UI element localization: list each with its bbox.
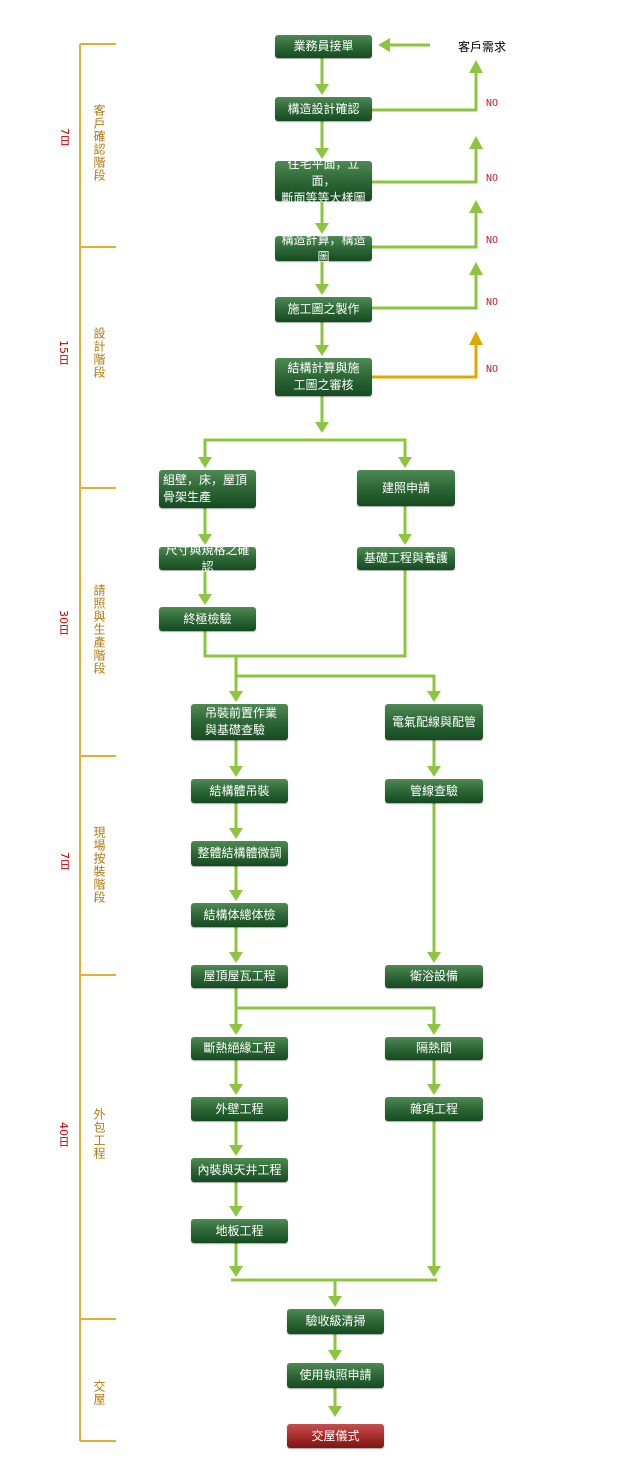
- stage-label-handover: 交屋: [92, 1380, 106, 1406]
- step-use-permit: 使用執照申請: [287, 1363, 384, 1388]
- step-structure-calc-drawing: 構造計算，構造圖: [275, 233, 372, 264]
- step-structure-design-confirm: 構造設計確認: [275, 97, 372, 121]
- step-insulation: 斷熱絕緣工程: [191, 1037, 288, 1060]
- step-pipeline-inspection: 管線查驗: [385, 779, 483, 803]
- timeline: [79, 43, 116, 1442]
- stage-label-subcontract: 外包工程: [92, 1108, 106, 1160]
- step-structure-lifting: 結構體吊裝: [191, 779, 288, 803]
- step-building-permit: 建照申請: [357, 470, 455, 506]
- stage-label-permit-production: 請照與生產階段: [92, 584, 106, 675]
- no-label-2: NO: [486, 173, 499, 184]
- step-structure-adjust: 整體結構體微調: [191, 841, 288, 866]
- stage-days-permit-production: 30日: [57, 610, 70, 635]
- customer-demand-label: 客戶需求: [458, 40, 507, 54]
- step-handover-ceremony: 交屋儀式: [287, 1424, 384, 1448]
- stage-label-customer-confirm: 客戶確認階段: [92, 104, 106, 182]
- stage-days-installation: 7日: [58, 852, 71, 870]
- step-house-drawings: 住宅平面，立面， 斷面等等大樣圖: [275, 157, 372, 205]
- step-frame-production: 組壁，床，屋頂 骨架生產: [159, 470, 256, 508]
- no-label-3: NO: [486, 235, 499, 246]
- step-structure-review: 結構計算與施 工圖之審核: [275, 358, 372, 396]
- step-foundation-work: 基礎工程與養護: [357, 547, 455, 570]
- no-label-1: NO: [486, 98, 499, 109]
- step-flooring: 地板工程: [191, 1219, 288, 1243]
- step-structure-checkup: 結構体總体檢: [191, 903, 288, 927]
- step-misc-work: 雜項工程: [385, 1097, 483, 1121]
- step-final-inspection: 終極檢驗: [159, 607, 256, 631]
- step-acceptance-cleaning: 驗收級清掃: [287, 1309, 384, 1334]
- step-sales-order: 業務員接單: [275, 35, 372, 58]
- step-bathroom-equipment: 衛浴設備: [385, 965, 483, 988]
- stage-label-design: 設計階段: [92, 327, 106, 379]
- no-label-4: NO: [486, 297, 499, 308]
- no-label-5: NO: [486, 364, 499, 375]
- step-roof-tile: 屋頂屋瓦工程: [191, 965, 288, 988]
- step-construction-drawing: 施工圖之製作: [275, 297, 372, 322]
- stage-label-installation: 現場按裝階段: [92, 826, 106, 904]
- step-electrical-wiring: 電氣配線與配管: [385, 704, 483, 740]
- step-exterior-wall: 外壁工程: [191, 1097, 288, 1121]
- stage-days-design: 15日: [57, 340, 70, 365]
- step-lifting-prep: 吊裝前置作業 與基礎查驗: [191, 704, 288, 740]
- stage-days-subcontract: 40日: [57, 1122, 70, 1147]
- stage-days-customer-confirm: 7日: [58, 128, 71, 146]
- step-size-spec-confirm: 尺寸與規格之確認: [159, 543, 256, 574]
- step-partition: 隔熱間: [385, 1037, 483, 1060]
- step-interior-ceiling: 內裝與天井工程: [191, 1158, 288, 1182]
